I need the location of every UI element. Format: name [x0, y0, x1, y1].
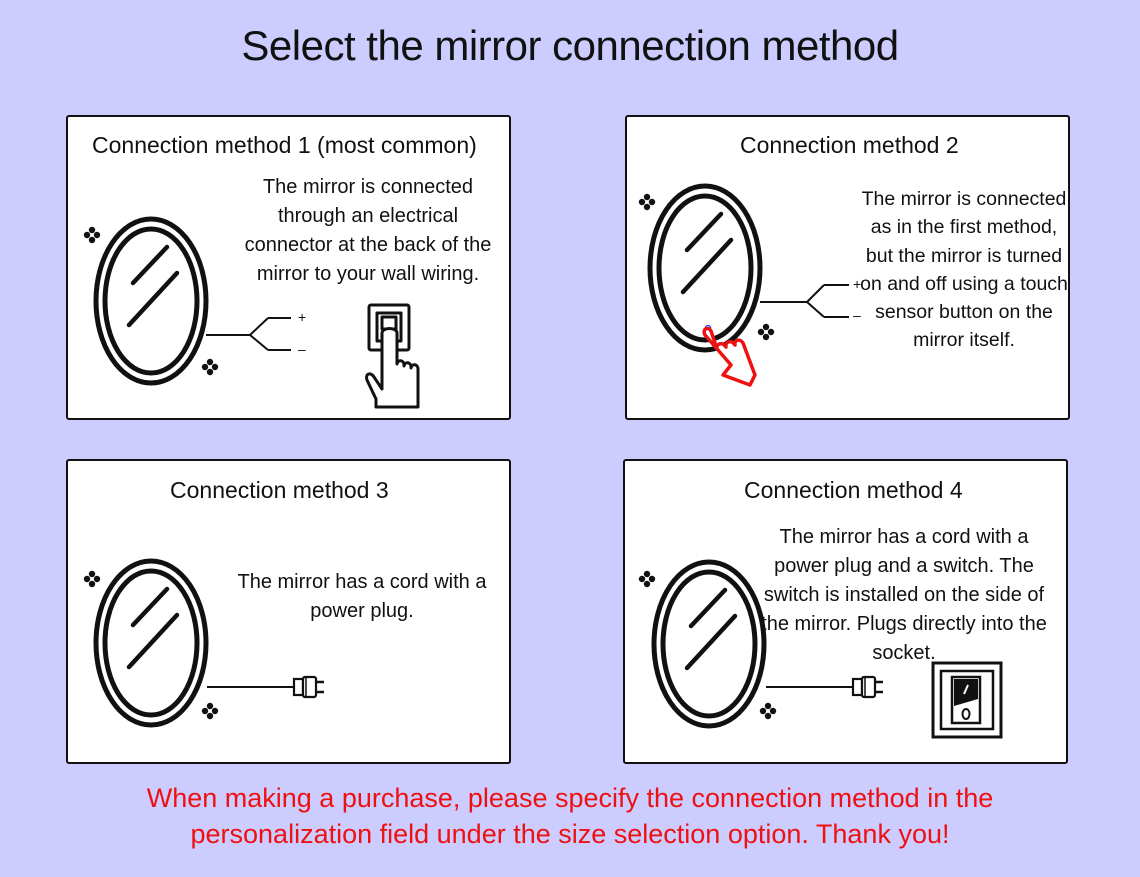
wire-terminals-icon [760, 284, 849, 318]
card-title: Connection method 1 (most common) [92, 132, 477, 158]
minus-terminal-label: – [298, 341, 306, 357]
plus-terminal-label: + [853, 276, 862, 292]
oval-mirror-icon [654, 562, 764, 726]
sparkle-icon [757, 323, 775, 341]
card-description: The mirror has a cord with a power plug … [761, 526, 1047, 664]
footer-note-line-2: personalization field under the size sel… [190, 819, 950, 849]
power-plug-icon [851, 675, 885, 699]
connection-method-4-card: Connection method 4 The mirror has a cor… [623, 459, 1068, 764]
card-description: The mirror has a cord with a power plug. [237, 571, 487, 622]
card-description: The mirror is connected as in the first … [860, 188, 1068, 352]
connection-method-1-card: Connection method 1 (most common) The mi… [66, 115, 511, 420]
connection-method-3-card: Connection method 3 The mirror has a cor… [66, 459, 511, 764]
sparkle-icon [83, 570, 101, 588]
card-title: Connection method 2 [740, 132, 959, 158]
sparkle-icon [201, 358, 219, 376]
sparkle-icon [201, 702, 219, 720]
sparkle-icon [83, 226, 101, 244]
wire-terminals-icon [206, 317, 291, 351]
rocker-switch-icon [931, 661, 1003, 739]
card-title: Connection method 4 [744, 477, 963, 503]
card-title: Connection method 3 [170, 477, 389, 503]
sparkle-icon [759, 702, 777, 720]
wall-switch-hand-icon [365, 303, 420, 409]
page-title: Select the mirror connection method [241, 22, 899, 69]
oval-mirror-icon [96, 561, 206, 725]
plus-terminal-label: + [298, 309, 307, 325]
sparkle-icon [638, 193, 656, 211]
footer-note-line-1: When making a purchase, please specify t… [146, 783, 994, 813]
connection-method-2-card: Connection method 2 The mirror is connec… [625, 115, 1070, 420]
sparkle-icon [638, 570, 656, 588]
oval-mirror-icon [650, 186, 760, 350]
oval-mirror-icon [96, 219, 206, 383]
touch-hand-icon [702, 326, 757, 387]
minus-terminal-label: – [853, 307, 861, 323]
card-description: The mirror is connected through an elect… [244, 176, 492, 285]
power-plug-icon [292, 675, 326, 699]
